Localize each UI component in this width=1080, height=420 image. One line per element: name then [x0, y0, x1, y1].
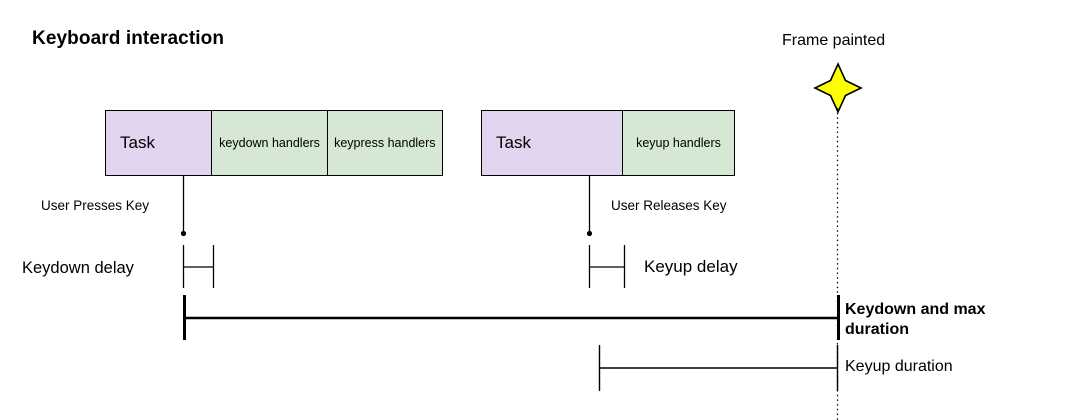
keyup-duration-label: Keyup duration [845, 358, 953, 375]
keydown-max-duration-measure [183, 295, 840, 340]
four-point-star-icon [813, 62, 863, 114]
user-releases-key-label: User Releases Key [611, 198, 727, 213]
keydown-handlers-block: keydown handlers [211, 111, 327, 175]
keyup-delay-label: Keyup delay [644, 257, 738, 276]
keyup-delay-measure [588, 245, 626, 288]
keyup-duration-measure [598, 345, 839, 391]
keypress-handlers-block: keypress handlers [326, 111, 442, 175]
keydown-delay-measure [182, 245, 215, 288]
page-title: Keyboard interaction [32, 28, 225, 49]
task-block-2: Task [482, 111, 622, 175]
keyup-handlers-block: keyup handlers [621, 111, 734, 175]
user-presses-key-arrow [180, 176, 187, 237]
task-block-1: Task [106, 111, 212, 175]
keydown-max-duration-label: Keydown and max duration [845, 301, 986, 338]
task-row-keydown: Task keydown handlers keypress handlers [105, 110, 443, 176]
task-row-keyup: Task keyup handlers [481, 110, 735, 176]
frame-painted-label: Frame painted [782, 32, 886, 49]
user-releases-key-arrow [586, 176, 593, 237]
user-presses-key-label: User Presses Key [41, 198, 150, 213]
keydown-delay-label: Keydown delay [22, 259, 134, 277]
